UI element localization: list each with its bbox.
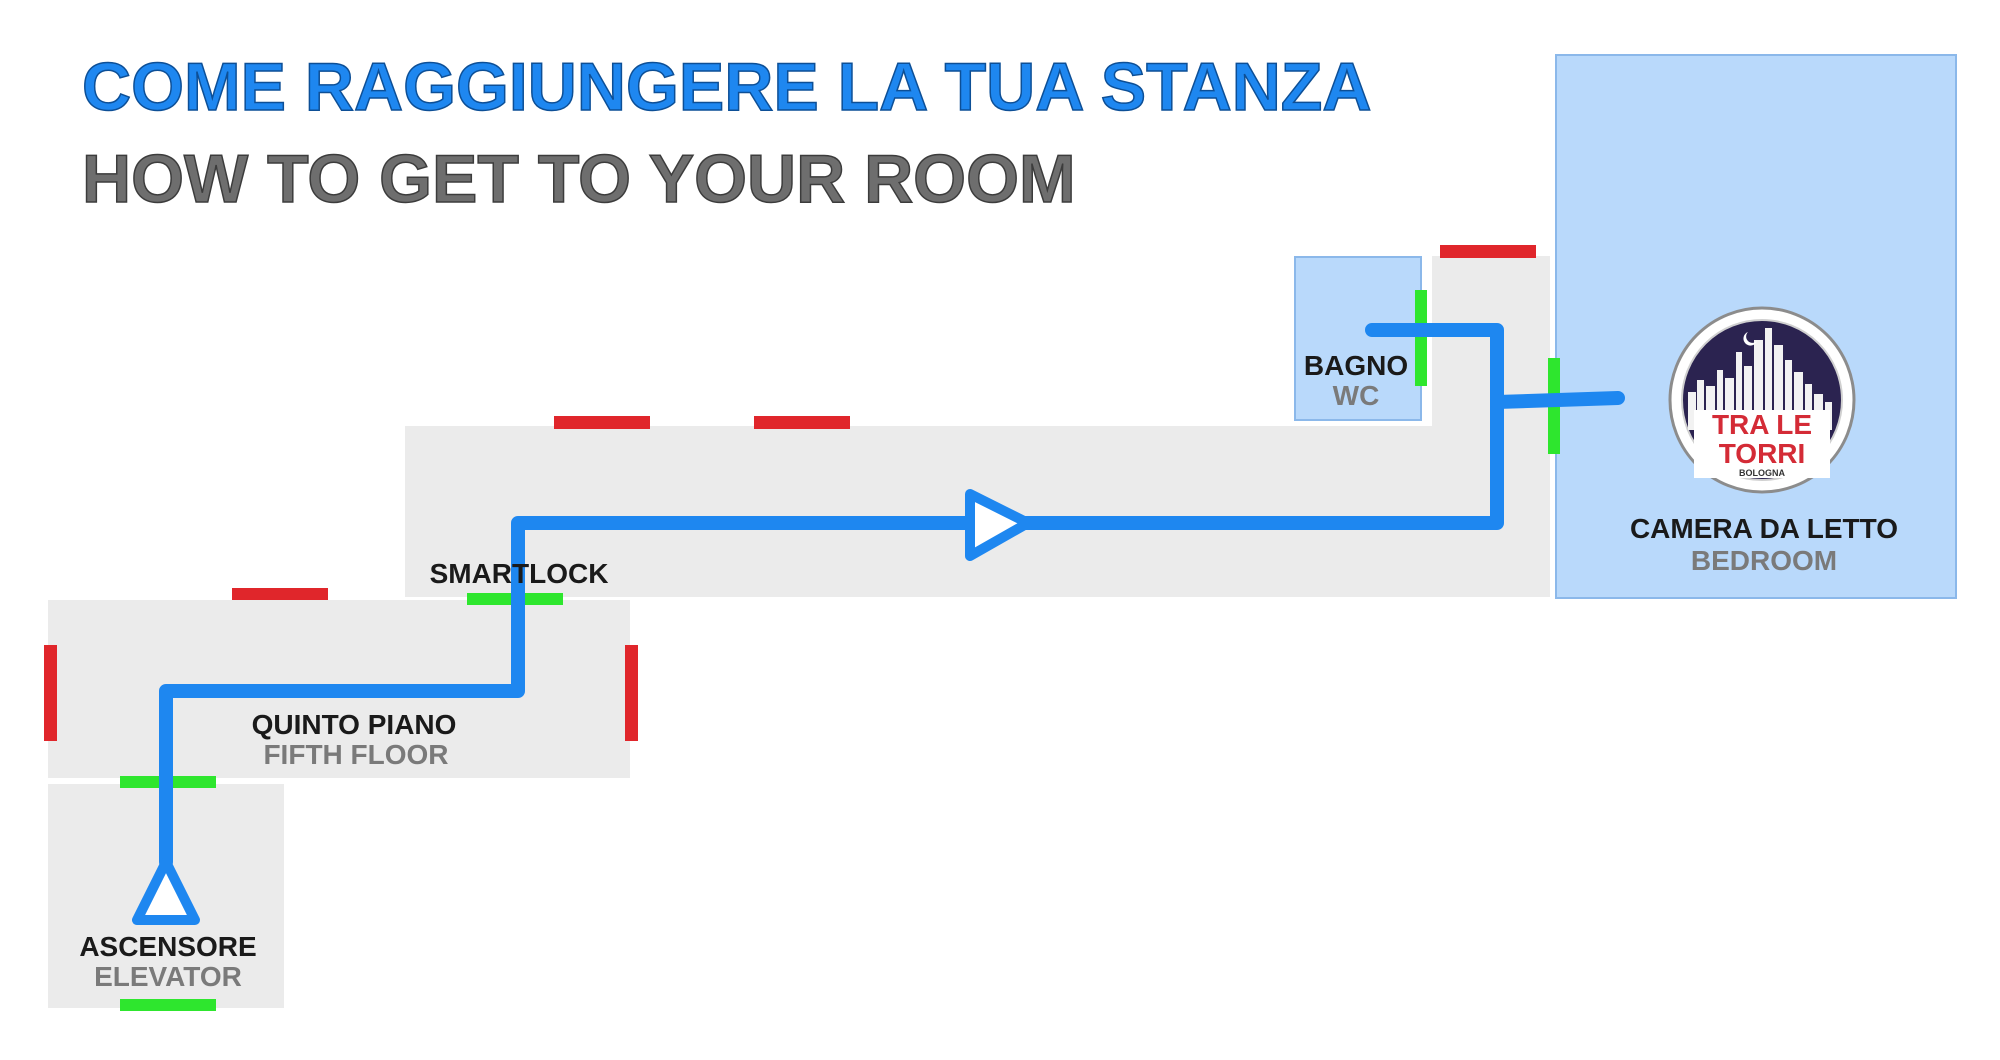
tra-le-torri-logo: TRA LE TORRI BOLOGNA xyxy=(1668,306,1856,494)
closed-door xyxy=(44,645,57,741)
closed-door xyxy=(754,416,850,429)
bathroom-label: BAGNO xyxy=(1304,350,1408,381)
closed-door xyxy=(232,588,328,600)
closed-door xyxy=(1440,245,1536,258)
bathroom-door xyxy=(1415,290,1427,386)
bathroom-label-en: WC xyxy=(1333,380,1380,411)
triangle-right-icon xyxy=(965,489,1033,561)
floor-label: QUINTO PIANO xyxy=(252,709,457,740)
title-english: HOW TO GET TO YOUR ROOM xyxy=(82,141,1076,217)
route-path xyxy=(159,323,1504,869)
bedroom-label: CAMERA DA LETTO xyxy=(1630,513,1898,544)
closed-door xyxy=(625,645,638,741)
closed-door xyxy=(554,416,650,429)
elevator-label-en: ELEVATOR xyxy=(94,961,242,992)
elevator-label: ASCENSORE xyxy=(79,931,256,962)
bedroom-label-en: BEDROOM xyxy=(1691,545,1837,576)
triangle-up-icon xyxy=(132,857,200,925)
exit-door xyxy=(120,999,216,1011)
moon-icon xyxy=(1743,332,1757,346)
smartlock-label: SMARTLOCK xyxy=(430,558,609,589)
title-italian: COME RAGGIUNGERE LA TUA STANZA xyxy=(82,49,1371,125)
logo-line2: TORRI xyxy=(1719,438,1806,469)
logo-city: BOLOGNA xyxy=(1739,468,1785,478)
route-to-bedroom xyxy=(1490,391,1625,409)
bathroom-room xyxy=(1294,256,1422,421)
floor-label-en: FIFTH FLOOR xyxy=(263,739,448,770)
logo-line1: TRA LE xyxy=(1712,409,1812,440)
